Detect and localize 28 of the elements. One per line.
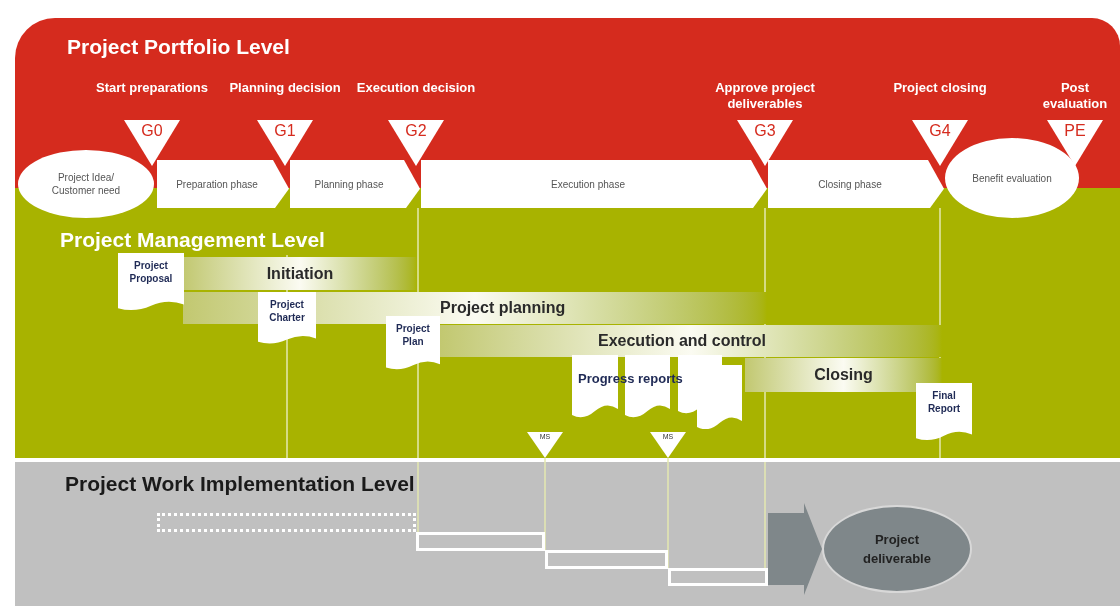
work-package-bar <box>416 532 545 551</box>
gate-caption: Project closing <box>892 80 988 96</box>
work-package-bar <box>668 568 768 586</box>
gate-triangle: PE <box>1047 120 1103 166</box>
activity-bar: Initiation <box>183 257 417 290</box>
gate-caption: Planning decision <box>228 80 342 96</box>
document-icon: Project Plan <box>386 316 440 372</box>
gate-caption: Execution decision <box>356 80 476 96</box>
band-heading: Project Management Level <box>60 227 325 253</box>
gate-triangle: G4 <box>912 120 968 166</box>
gate-caption: Approve project deliverables <box>714 80 816 112</box>
band-heading: Project Work Implementation Level <box>65 471 415 497</box>
level-band <box>15 188 1120 458</box>
gate-caption: Post evaluation <box>1041 80 1109 112</box>
activity-bar: Execution and control <box>440 325 942 357</box>
document-icon: Final Report <box>916 383 972 443</box>
band-heading: Project Portfolio Level <box>67 34 290 60</box>
document-icon: Project Proposal <box>118 253 184 313</box>
planned-work-bar <box>157 513 416 532</box>
level-band <box>15 462 1120 606</box>
connector-line <box>544 457 546 551</box>
block-arrow <box>768 503 822 595</box>
deliverable-ellipse: Project deliverable <box>822 505 972 593</box>
work-package-bar <box>545 550 668 569</box>
document-icon: Project Charter <box>258 292 316 346</box>
gate-triangle: G1 <box>257 120 313 166</box>
activity-bar: Closing <box>745 358 942 392</box>
gate-caption: Start preparations <box>95 80 209 96</box>
